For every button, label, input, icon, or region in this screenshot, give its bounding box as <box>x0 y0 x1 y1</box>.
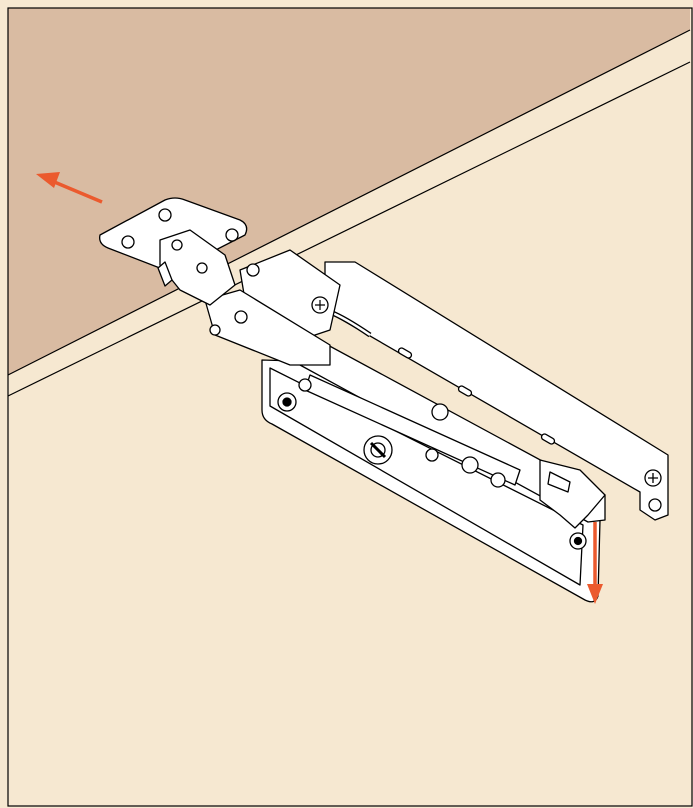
cup-rivet-1 <box>171 239 183 251</box>
slot-3 <box>540 433 556 445</box>
plate-screw-top-inner <box>282 397 292 407</box>
slot-1 <box>397 347 413 359</box>
door-edge-line <box>7 29 691 376</box>
face-plate-screw-cross <box>648 473 658 483</box>
pivot-screw-1-cross <box>315 300 325 310</box>
face-plate-hole <box>648 498 662 512</box>
lever-knob <box>425 448 439 462</box>
pull-out-arrow-head <box>36 172 60 188</box>
rod-cap-1 <box>431 403 449 421</box>
press-down-arrow-head <box>587 584 603 604</box>
arrows <box>36 172 603 604</box>
cup-rivet-2 <box>196 262 208 274</box>
plate-screw-bottom-inner <box>573 536 583 546</box>
adjust-screw-slot <box>369 441 387 459</box>
door-front-edge-line <box>7 61 691 397</box>
plate-recess <box>269 367 584 586</box>
image-border <box>7 7 693 807</box>
pivot-pin-1 <box>246 263 260 277</box>
slot-2 <box>457 385 473 397</box>
door-plate-screw-left <box>121 235 135 249</box>
door-plate-screw-right <box>225 228 239 242</box>
clip-lever-detail <box>547 471 571 493</box>
pull-out-arrow-shaft <box>51 179 103 204</box>
hinge-face-plate <box>324 261 669 521</box>
hinge-assembly <box>99 197 669 603</box>
cup-peg <box>157 261 173 287</box>
pivot-pin-3 <box>209 324 221 336</box>
pivot-pin-2 <box>234 310 248 324</box>
door-plate-screw-top <box>158 208 172 222</box>
rod-cap-2 <box>461 456 479 474</box>
pivot-pin-4 <box>298 378 312 392</box>
rod-cap-3 <box>490 472 506 488</box>
